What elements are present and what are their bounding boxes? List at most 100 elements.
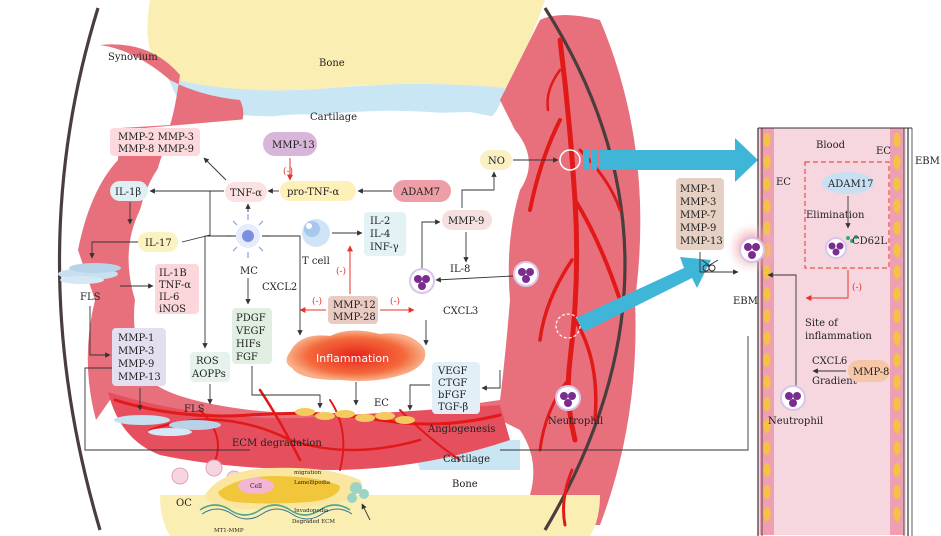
svg-text:MMP-8: MMP-8 bbox=[853, 367, 889, 378]
vessel-highlight-top bbox=[559, 149, 581, 171]
blood-label: Blood bbox=[816, 140, 846, 151]
svg-text:TNF-α: TNF-α bbox=[159, 280, 191, 291]
svg-text:MMP-3: MMP-3 bbox=[680, 197, 716, 208]
invadopodia-label: Invadopodia bbox=[294, 508, 329, 514]
ec-cell bbox=[893, 419, 901, 433]
cartilage-bottom-label: Cartilage bbox=[443, 454, 490, 465]
ec-cell bbox=[763, 397, 771, 411]
bone-top-label: Bone bbox=[319, 58, 345, 69]
svg-text:AOPPs: AOPPs bbox=[191, 369, 226, 380]
svg-text:IL-1β: IL-1β bbox=[115, 187, 141, 198]
svg-text:bFGF: bFGF bbox=[438, 390, 466, 401]
neutrophil-right-label: Neutrophil bbox=[768, 416, 823, 427]
fls-cytokine-box: IL-1B TNF-α IL-6 iNOS bbox=[155, 264, 199, 315]
no-box: NO bbox=[480, 150, 512, 170]
vegf-box: VEGF CTGF bFGF TGF-β bbox=[432, 362, 480, 414]
ec-cell bbox=[763, 177, 771, 191]
vessel-highlight-bottom bbox=[555, 313, 581, 339]
ec-cell bbox=[893, 441, 901, 455]
adam17-box: ADAM17 bbox=[822, 172, 874, 194]
svg-text:MMP-13: MMP-13 bbox=[272, 140, 315, 151]
fls-cell-top bbox=[58, 263, 121, 284]
neutrophil-icon-1 bbox=[409, 268, 435, 294]
mmp-top-box: MMP-2 MMP-3 MMP-8 MMP-9 bbox=[110, 128, 200, 156]
ec-cell bbox=[763, 419, 771, 433]
transmigration-arrow-top bbox=[583, 138, 758, 182]
neutrophil-right-icon bbox=[780, 385, 806, 411]
cartilage-top-region bbox=[168, 78, 505, 118]
ec-cell bbox=[893, 463, 901, 477]
neutrophil-cd62l-icon bbox=[825, 235, 858, 259]
neg-adam17: (-) bbox=[852, 282, 862, 293]
mt1mmp-label: MT1-MMP bbox=[214, 528, 244, 534]
scissors-icon bbox=[701, 259, 719, 272]
ec-cell bbox=[893, 243, 901, 257]
svg-text:INF-γ: INF-γ bbox=[370, 242, 399, 253]
svg-text:NO: NO bbox=[488, 156, 505, 167]
svg-text:iNOS: iNOS bbox=[159, 304, 186, 315]
cxcl3-label: CXCL3 bbox=[443, 306, 478, 317]
ec-cell bbox=[893, 507, 901, 521]
ec-cell bbox=[893, 331, 901, 345]
mmp8-box: MMP-8 bbox=[848, 360, 890, 382]
svg-text:MMP-1: MMP-1 bbox=[118, 333, 154, 344]
svg-text:Cell: Cell bbox=[250, 483, 262, 490]
svg-text:ADAM7: ADAM7 bbox=[400, 187, 440, 198]
synovium-label: Synovium bbox=[108, 52, 158, 63]
svg-text:Inflammation: Inflammation bbox=[316, 352, 389, 365]
site-inflammation-label-1: Site of bbox=[805, 318, 839, 329]
ec-cell bbox=[763, 375, 771, 389]
svg-text:FGF: FGF bbox=[236, 352, 258, 363]
ec-right-label-1: EC bbox=[776, 177, 791, 188]
oc-label: OC bbox=[176, 498, 192, 509]
neg-mmp13: (-) bbox=[283, 166, 293, 177]
svg-text:IL-2: IL-2 bbox=[370, 216, 390, 227]
svg-text:MMP-7: MMP-7 bbox=[680, 210, 716, 221]
site-inflammation-label-2: inflammation bbox=[805, 331, 872, 342]
svg-text:MMP-3: MMP-3 bbox=[118, 346, 154, 357]
endothelial-cells-left bbox=[295, 408, 415, 424]
ec-cell bbox=[893, 375, 901, 389]
adam17-inhibit-arrow bbox=[805, 270, 849, 301]
ec-cell bbox=[893, 199, 901, 213]
ebm-top-label: EBM bbox=[915, 156, 940, 167]
ec-cell bbox=[763, 507, 771, 521]
neutrophil-icon-3 bbox=[555, 385, 581, 411]
svg-text:PDGF: PDGF bbox=[236, 313, 266, 324]
svg-text:MMP-2 MMP-3: MMP-2 MMP-3 bbox=[118, 132, 194, 143]
ec-cell bbox=[893, 309, 901, 323]
lamellipodia-label: Lamellipodia bbox=[294, 480, 331, 486]
ec-cell bbox=[763, 199, 771, 213]
cartilage-top-label: Cartilage bbox=[310, 112, 357, 123]
ec-cell bbox=[893, 353, 901, 367]
svg-text:MMP-13: MMP-13 bbox=[118, 372, 161, 383]
mast-cell-icon bbox=[226, 214, 270, 258]
mmp12-box: MMP-12 MMP-28 bbox=[328, 296, 378, 324]
angiogenesis-label: Angiogenesis bbox=[427, 424, 495, 435]
svg-text:ADAM17: ADAM17 bbox=[827, 179, 873, 190]
mmp13-box: MMP-13 bbox=[263, 132, 317, 156]
mmp-right-to-ebm bbox=[699, 252, 739, 275]
adam17-elimination-box bbox=[804, 161, 890, 269]
il-t-box: IL-2 IL-4 INF-γ bbox=[364, 212, 406, 256]
ec-cell bbox=[893, 485, 901, 499]
fls-label-bottom: FLS bbox=[184, 404, 205, 415]
pdgf-box: PDGF VEGF HIFs FGF bbox=[232, 308, 272, 364]
mc-label: MC bbox=[240, 266, 258, 277]
invading-cell: Cell bbox=[205, 467, 362, 510]
ec-right-label-2: EC bbox=[876, 146, 891, 157]
fls-cell-bottom bbox=[114, 415, 221, 436]
ecm-degradation-label: ECM degradation bbox=[232, 438, 322, 449]
cxcl2-label: CXCL2 bbox=[262, 282, 297, 293]
svg-text:MMP-1: MMP-1 bbox=[680, 184, 716, 195]
migration-label: migration bbox=[294, 470, 322, 476]
ros-box: ROS AOPPs bbox=[190, 352, 230, 382]
ecm-fiber-wave bbox=[199, 504, 351, 516]
ecm-fiber-wave-2 bbox=[201, 508, 353, 520]
svg-text:MMP-13: MMP-13 bbox=[680, 236, 723, 247]
svg-text:pro-TNF-α: pro-TNF-α bbox=[287, 187, 340, 198]
svg-text:IL-4: IL-4 bbox=[370, 229, 390, 240]
svg-text:VEGF: VEGF bbox=[235, 326, 266, 337]
neg-mmp12-right: (-) bbox=[390, 296, 400, 307]
